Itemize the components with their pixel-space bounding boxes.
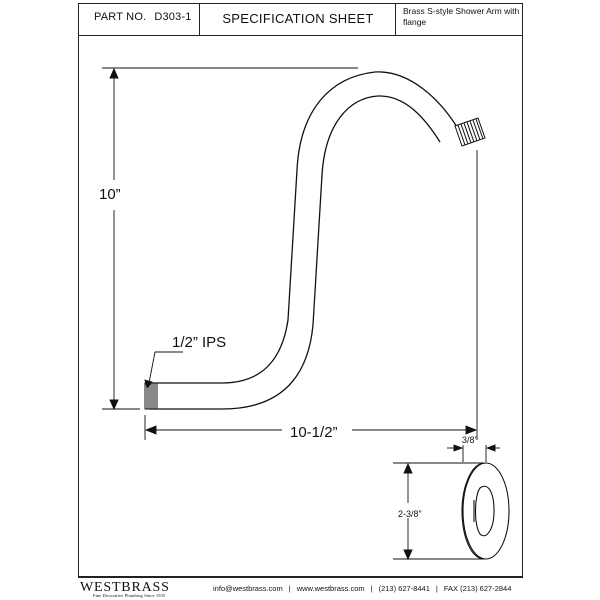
part-number-label: PART NO.: [94, 11, 147, 23]
flange-hole: [474, 485, 495, 537]
sheet-border: [78, 3, 523, 577]
separator: |: [435, 584, 438, 593]
title-cell: [200, 3, 396, 36]
thread-label: 1/2” IPS: [172, 334, 227, 351]
length-label: 10-1/2”: [290, 424, 338, 441]
flange-side: [461, 462, 486, 560]
website-link[interactable]: www.westbrass.com: [296, 584, 365, 593]
separator: |: [288, 584, 291, 593]
flange-drawing: [461, 462, 510, 560]
flange-face: [462, 462, 510, 560]
email-link[interactable]: info@westbrass.com: [213, 584, 283, 593]
separator: |: [370, 584, 373, 593]
contact-info: info@westbrass.com | www.westbrass.com | (21…: [213, 584, 511, 593]
brand-tagline: Fine Decorative Plumbing Since 1935: [93, 593, 166, 598]
shower-arm-outline: [150, 71, 458, 410]
part-number-cell: [78, 3, 200, 36]
flange-thickness-dimension: [447, 444, 500, 462]
part-number: PART NO. D303-1: [94, 11, 200, 23]
fax-number: FAX (213) 627-2844: [443, 584, 512, 593]
shower-arm-top-wall: [150, 71, 458, 384]
length-dimension: [144, 150, 478, 440]
footer-divider: [78, 577, 523, 578]
description-cell: [396, 3, 523, 36]
height-dimension: [102, 67, 358, 411]
product-description: Brass S-style Shower Arm with flange: [403, 6, 520, 27]
ips-leader: [144, 351, 183, 389]
part-number-value: D303-1: [154, 11, 192, 23]
flange-diameter-dimension: [393, 462, 483, 561]
right-thread: [454, 117, 486, 147]
flange-diameter-label: 2-3/8”: [398, 509, 422, 519]
westbrass-logo: WESTBRASS: [80, 580, 170, 595]
sheet-title: SPECIFICATION SHEET: [222, 11, 374, 26]
phone-number: (213) 627-8441: [378, 584, 430, 593]
shower-arm-bottom-wall: [150, 95, 441, 410]
flange-thickness-label: 3/8”: [462, 435, 478, 445]
height-label: 10”: [99, 186, 121, 203]
